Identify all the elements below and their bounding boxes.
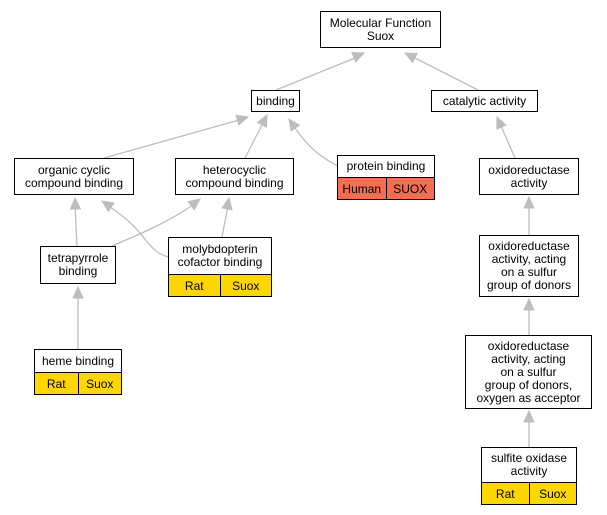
node-label: protein binding <box>346 159 426 173</box>
arrowhead-icon <box>100 200 115 213</box>
node-protein-binding[interactable]: protein binding Human SUOX <box>337 155 435 200</box>
species-tags: Rat Suox <box>169 274 271 296</box>
node-label: Molecular Function Suox <box>329 15 432 43</box>
node-label: binding <box>256 93 295 108</box>
edge-catalytic-to-molecular-function <box>414 57 479 91</box>
node-catalytic-activity[interactable]: catalytic activity <box>431 90 538 112</box>
edge-heterocyclic-to-binding <box>244 122 264 159</box>
node-label: sulfite oxidase activity <box>490 451 568 478</box>
node-label: oxidoreductase activity <box>488 162 570 190</box>
arrowhead-icon <box>69 196 82 210</box>
node-sulfite-oxidase-activity[interactable]: sulfite oxidase activity Rat Suox <box>481 447 577 505</box>
edge-molybdopterin-to-organic-cyclic <box>109 206 169 258</box>
arrowhead-icon <box>221 196 233 211</box>
node-oxidoreductase-sulfur-donors[interactable]: oxidoreductase activity, acting on a sul… <box>479 235 579 297</box>
node-label: tetrapyrrole binding <box>47 251 109 278</box>
edge-oxidoreductase-to-catalytic <box>500 125 516 159</box>
edge-molybdopterin-to-heterocyclic <box>221 205 229 238</box>
arrowhead-icon <box>256 113 268 128</box>
node-label: catalytic activity <box>442 93 527 108</box>
gene-tag: Suox <box>77 373 121 394</box>
species-tags: Rat Suox <box>35 372 121 394</box>
arrowhead-icon <box>496 115 507 130</box>
arrowhead-icon <box>351 52 366 63</box>
node-oxidoreductase-activity[interactable]: oxidoreductase activity <box>479 158 579 195</box>
node-oxidoreductase-sulfur-oxygen-acceptor[interactable]: oxidoreductase activity, acting on a sul… <box>465 335 592 409</box>
arrowhead-icon <box>523 195 535 209</box>
species-tags: Human SUOX <box>338 177 434 199</box>
edge-protein-binding-to-binding <box>294 127 343 169</box>
arrowhead-icon <box>187 198 201 211</box>
edge-organic-cyclic-to-binding <box>103 119 240 159</box>
edge-binding-to-molecular-function <box>275 57 356 91</box>
edge-tetrapyrrole-to-organic-cyclic <box>74 205 78 247</box>
node-molecular-function[interactable]: Molecular Function Suox <box>320 11 441 48</box>
node-heterocyclic-compound-binding[interactable]: heterocyclic compound binding <box>175 158 294 195</box>
arrowhead-icon <box>235 114 250 126</box>
node-label: oxidoreductase activity, acting on a sul… <box>486 239 572 292</box>
arrowhead-icon <box>288 117 301 132</box>
arrowhead-icon <box>523 409 535 423</box>
gene-tag: Suox <box>528 483 576 504</box>
edge-tetrapyrrole-to-heterocyclic <box>111 203 195 247</box>
node-organic-cyclic-compound-binding[interactable]: organic cyclic compound binding <box>14 158 134 195</box>
arrowhead-icon <box>72 285 84 299</box>
node-binding[interactable]: binding <box>251 90 300 112</box>
gene-tag: SUOX <box>385 178 434 199</box>
species-tag: Human <box>338 178 386 199</box>
node-label: organic cyclic compound binding <box>24 162 124 190</box>
species-tag: Rat <box>482 483 529 504</box>
node-label: heterocyclic compound binding <box>185 162 284 190</box>
node-tetrapyrrole-binding[interactable]: tetrapyrrole binding <box>40 246 116 284</box>
node-label: heme binding <box>41 353 115 368</box>
arrowhead-icon <box>403 52 418 64</box>
node-label: oxidoreductase activity, acting on a sul… <box>476 338 581 405</box>
node-heme-binding[interactable]: heme binding Rat Suox <box>34 349 122 395</box>
species-tag: Rat <box>169 275 220 296</box>
node-molybdopterin-cofactor-binding[interactable]: molybdopterin cofactor binding Rat Suox <box>168 237 272 297</box>
gene-tag: Suox <box>219 275 271 296</box>
species-tag: Rat <box>35 373 78 394</box>
species-tags: Rat Suox <box>482 482 576 504</box>
arrowhead-icon <box>523 297 535 311</box>
node-label: molybdopterin cofactor binding <box>177 242 263 269</box>
